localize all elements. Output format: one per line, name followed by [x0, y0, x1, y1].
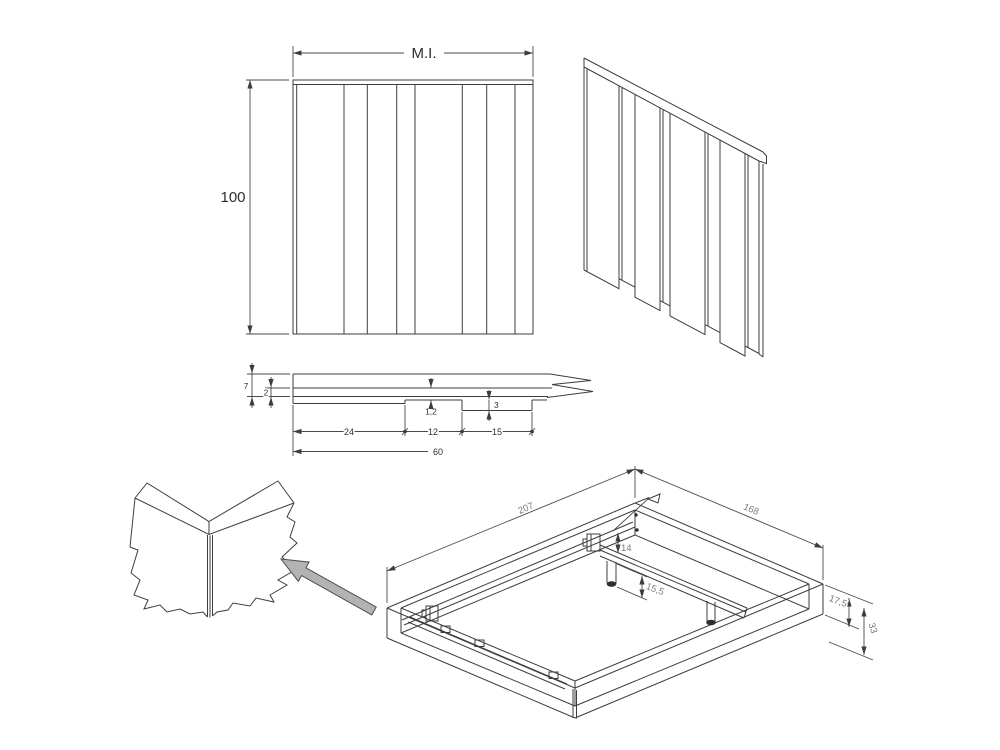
cap-end-face: [758, 151, 767, 165]
cap-inner-edge: [134, 497, 295, 536]
width-dimension: M.I.: [292, 45, 534, 77]
dim-207-label: 207: [517, 501, 536, 517]
center-rail: [599, 544, 748, 626]
dim-33-label: 33: [866, 621, 880, 634]
slat-clip: [474, 639, 485, 647]
dim-slat-thickness: 3: [486, 390, 499, 421]
bed-frame-view: 207 168 14 15,5 17,5: [386, 466, 881, 719]
panel-front-view: M.I. 100: [220, 45, 534, 335]
left-panel-torn-edge: [129, 497, 208, 618]
panel-slat-lines: [296, 84, 516, 334]
slat-clip: [440, 625, 451, 633]
callout-arrow: [279, 558, 377, 616]
rail-leg: [706, 601, 716, 626]
panel-section-view: 7 2 1,2 3: [244, 363, 594, 457]
dim-2-label: 2: [264, 389, 269, 398]
iso-slat-lines: [618, 85, 749, 356]
dim-side-17-5: 17,5: [824, 584, 874, 630]
dim-total-60: 60: [292, 436, 443, 457]
stepped-bottom-edge: [583, 269, 760, 357]
right-panel-torn-edge: [212, 502, 298, 617]
outer-faces: [386, 584, 824, 719]
dim-board-thickness: 7: [244, 363, 290, 408]
dim-60-label: 60: [433, 447, 443, 457]
dim-total-33: 33: [828, 608, 881, 661]
height-dim-label: 100: [220, 189, 245, 206]
dim-14-label: 14: [621, 543, 632, 554]
dim-1-2-label: 1,2: [425, 407, 437, 417]
dim-step-depth: 1,2: [425, 378, 437, 417]
corner-edge-lines: [207, 535, 213, 618]
dim-7-label: 7: [244, 381, 249, 391]
dim-chain: 24 12 15: [292, 405, 536, 438]
dim-15-label: 15: [492, 427, 502, 437]
leader-flag: [646, 493, 661, 504]
dim-24-label: 24: [344, 427, 354, 437]
dim-layer-thickness: 2: [262, 377, 290, 408]
rail-leg: [606, 561, 617, 587]
dim-3-label: 3: [494, 400, 499, 410]
dim-rail-14: 14: [615, 533, 633, 556]
height-dimension: 100: [220, 79, 289, 335]
back-ledger: [401, 521, 636, 626]
panel-outline: [292, 79, 534, 335]
dim-15-5-label: 15,5: [644, 581, 665, 598]
dim-17-5-label: 17,5: [827, 593, 848, 610]
screw-hole: [634, 513, 638, 517]
panel-isometric-view: [583, 57, 767, 358]
dim-12-label: 12: [428, 427, 438, 437]
corner-detail-view: [129, 480, 377, 618]
dim-width-168: 168: [634, 468, 824, 580]
break-line: [546, 373, 594, 398]
cap-outer-edge: [134, 480, 295, 523]
dim-leg-15-5: 15,5: [616, 563, 667, 601]
leg-foot: [606, 581, 617, 587]
width-dim-label: M.I.: [412, 45, 437, 62]
leg-foot: [706, 619, 716, 626]
front-ledger: [407, 605, 568, 690]
screw-hole: [635, 528, 639, 532]
slat-clip: [548, 671, 559, 679]
